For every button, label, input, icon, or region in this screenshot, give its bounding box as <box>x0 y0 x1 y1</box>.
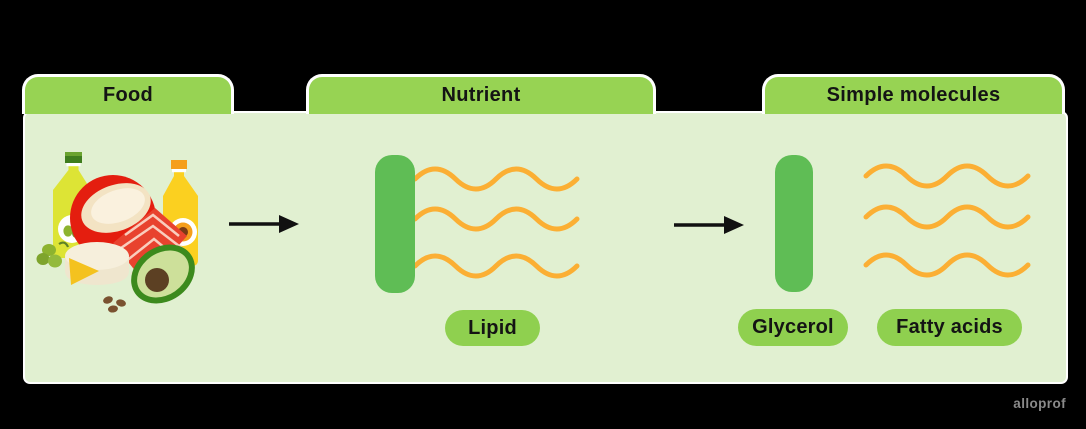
glycerol-bar <box>775 155 813 292</box>
tab-simple-molecules: Simple molecules <box>762 74 1065 114</box>
tab-nutrient-label: Nutrient <box>441 84 521 106</box>
tab-simple-molecules-label: Simple molecules <box>826 84 1001 106</box>
tab-food-label: Food <box>102 84 154 106</box>
glycerol-label-pill: Glycerol <box>738 309 848 346</box>
alloprof-logo: alloprof <box>1013 396 1066 411</box>
lipid-label-pill: Lipid <box>445 310 540 346</box>
coconut-icon <box>70 175 156 261</box>
lipid-backbone-bar <box>375 155 415 293</box>
lipid-label: Lipid <box>468 316 517 339</box>
arrow-right-icon <box>229 215 299 233</box>
tab-food: Food <box>22 74 234 114</box>
fatty-acids-label-pill: Fatty acids <box>877 309 1022 346</box>
arrow-right-icon <box>674 216 744 234</box>
lipid-chains-icon <box>412 166 580 279</box>
fatty-foods-illustration <box>36 152 198 313</box>
cheese-wheel-icon <box>65 242 129 285</box>
avocado-half-icon <box>131 244 195 304</box>
tab-nutrient: Nutrient <box>306 74 656 114</box>
olives-icon <box>36 241 70 268</box>
fatty-acid-chains-icon <box>863 163 1031 278</box>
fatty-acids-label: Fatty acids <box>896 316 1003 338</box>
seeds-icon <box>103 296 126 313</box>
glycerol-label: Glycerol <box>752 316 834 338</box>
